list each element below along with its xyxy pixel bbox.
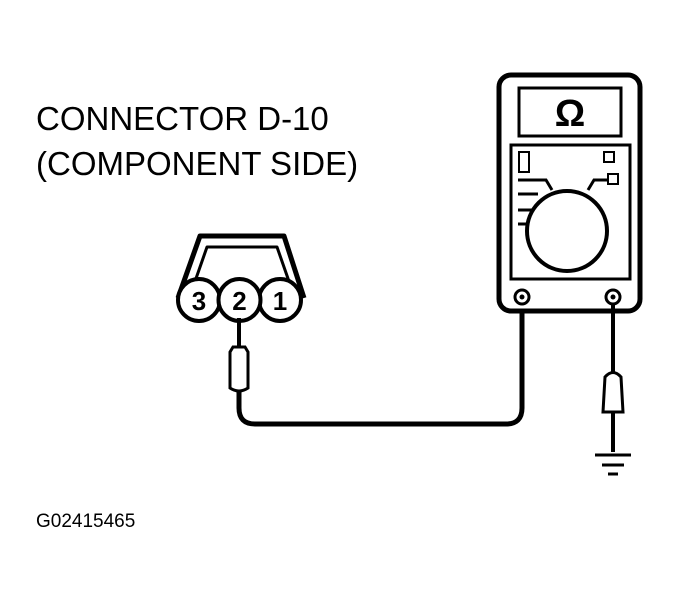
meter-selector-dial: [525, 189, 609, 273]
connector-housing: [175, 233, 307, 299]
figure-code: G02415465: [36, 511, 135, 532]
ground-lead: [601, 304, 625, 452]
meter-indicator-left: [518, 151, 530, 173]
connector-d10: [175, 233, 307, 323]
meter-ohm-symbol: Ω: [555, 93, 585, 135]
meter-indicator-right: [607, 173, 619, 185]
test-lead-wire: [236, 300, 525, 427]
ground-symbol-icon: [595, 453, 631, 476]
pin-1-label: 1: [273, 286, 287, 316]
pin-3-label: 3: [192, 286, 206, 316]
connector-label: CONNECTOR D-10: [36, 100, 329, 137]
meter-display: [517, 86, 623, 138]
connector-housing-inner: [190, 245, 294, 291]
meter-indicator-right-top: [603, 151, 615, 163]
test-probe-icon: [228, 318, 250, 393]
pin-2-label: 2: [232, 286, 246, 316]
connector-side-label: (COMPONENT SIDE): [36, 145, 358, 182]
ohmmeter-icon: [496, 72, 643, 314]
